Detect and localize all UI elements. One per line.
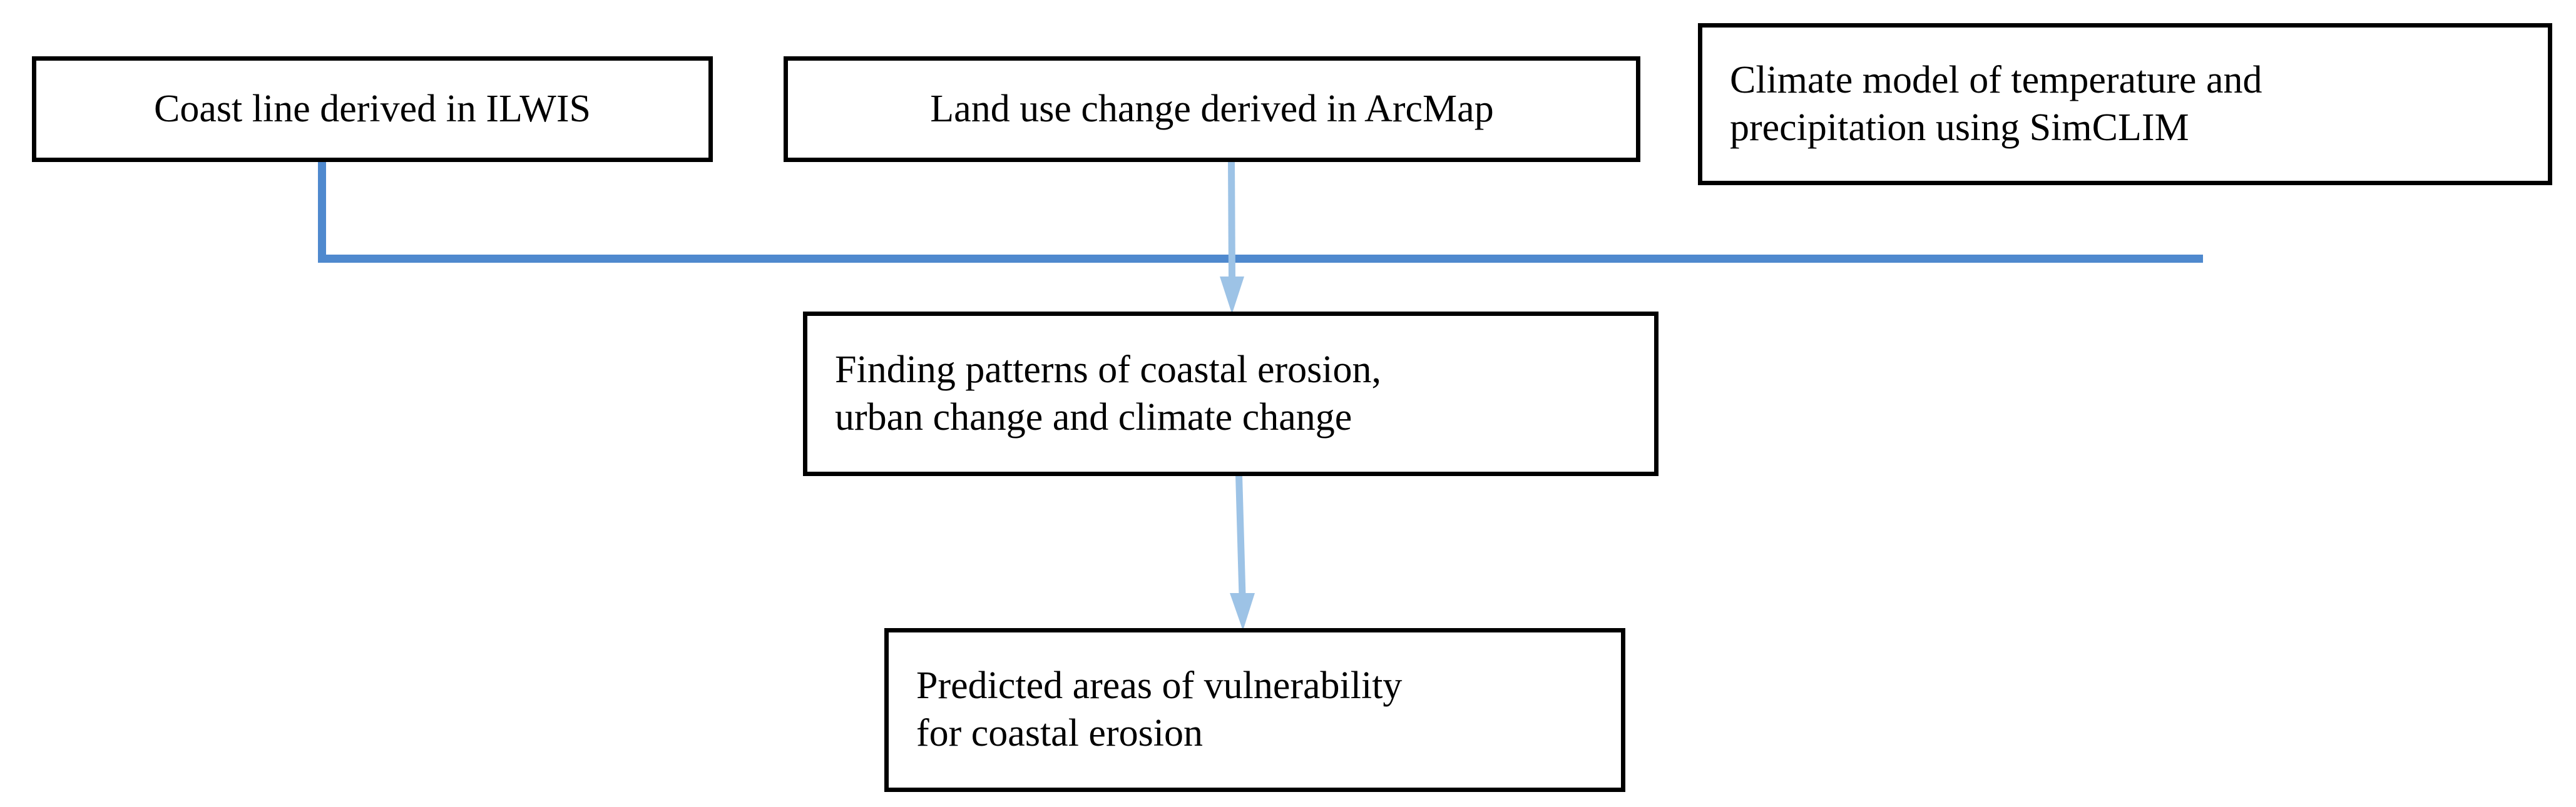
node-land-use-change-derived-in-arcmap: Land use change derived in ArcMap: [784, 56, 1640, 162]
connector-coastline-to-patterns-vertical: [318, 160, 326, 261]
node-label-line: Climate model of temperature and: [1730, 58, 2262, 101]
node-label-line: for coastal erosion: [916, 712, 1203, 754]
connector-coastline-to-patterns-horizontal: [318, 255, 2203, 263]
node-label-line: Land use change derived in ArcMap: [930, 87, 1494, 130]
node-label-line: Predicted areas of vulnerability: [916, 664, 1403, 708]
node-label-line: Coast line derived in ILWIS: [154, 87, 591, 130]
node-label-line: urban change and climate change: [835, 395, 1352, 439]
node-finding-patterns-of-coastal-erosion: Finding patterns of coastal erosion, urb…: [803, 312, 1659, 476]
node-label-line: precipitation using SimCLIM: [1730, 106, 2189, 149]
node-label-line: Finding patterns of coastal erosion,: [835, 348, 1381, 391]
node-predicted-areas-of-vulnerability: Predicted areas of vulnerability for coa…: [884, 628, 1625, 792]
arrow-landuse-to-patterns: [1220, 160, 1244, 314]
node-coast-line-derived-in-ilwis: Coast line derived in ILWIS: [32, 56, 713, 162]
arrow-patterns-to-predicted: [1230, 474, 1255, 631]
node-climate-model-simclim: Climate model of temperature and precipi…: [1698, 23, 2552, 185]
